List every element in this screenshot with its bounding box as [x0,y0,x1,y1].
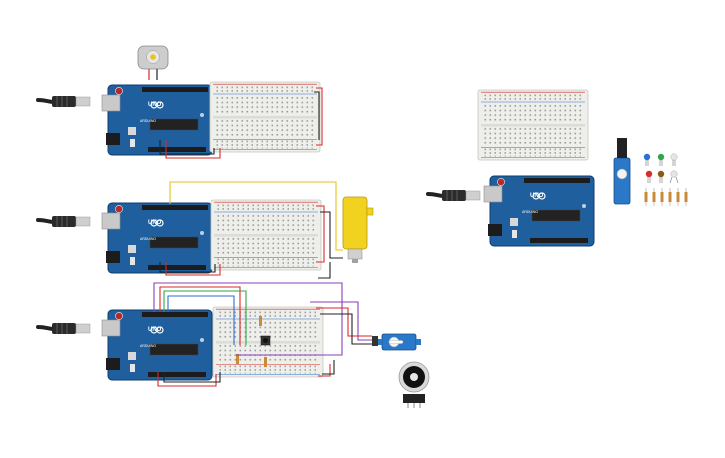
usb-cable-3 [36,321,92,336]
breadboard-2[interactable] [210,199,322,271]
led-yellow[interactable] [669,170,679,184]
parts-area [426,89,688,247]
board-brand-label-1: ARDUINO [140,119,156,123]
board-model-label-2: UNO [148,220,162,226]
resistor [236,316,267,367]
resistor-row[interactable] [644,188,688,206]
wires-2 [159,181,343,279]
led-orange[interactable] [657,170,665,183]
breadboard-1[interactable] [209,81,321,153]
potentiometer[interactable] [398,361,430,408]
wires-1 [159,87,323,159]
usb-cable-2 [36,214,92,229]
dc-motor[interactable] [137,45,169,80]
arduino-board-1[interactable] [101,84,213,156]
circuit-gear-motor [36,181,374,279]
board-brand-label-3: ARDUINO [140,344,156,348]
circuit-dc-motor [36,45,323,159]
led-red[interactable] [645,170,653,183]
gear-motor[interactable] [342,196,374,263]
board-model-label-3: UNO [148,327,162,333]
usb-cable-1 [36,94,92,109]
circuit-servo-control [36,282,430,408]
arduino-board-3[interactable] [101,309,213,381]
led-white[interactable] [670,153,678,166]
arduino-board-4[interactable] [483,175,595,247]
arduino-board-2[interactable] [101,202,213,274]
servo-1[interactable] [376,333,422,351]
breadboard-4[interactable] [477,89,589,161]
led-green[interactable] [657,153,665,166]
pushbutton[interactable] [260,335,271,346]
board-model-label-1: UNO [148,102,162,108]
usb-cable-4 [426,188,482,203]
board-brand-label-2: ARDUINO [140,237,156,241]
board-model-label-4: UNO [530,193,544,199]
led-blue[interactable] [643,153,651,166]
servo-2[interactable] [613,138,631,205]
servo-connector-1 [372,336,378,346]
board-labels: UNO ARDUINO UNO ARDUINO UNO ARDUINO UNO … [140,102,544,348]
wires-3 [153,282,372,387]
board-brand-label-4: ARDUINO [522,210,538,214]
